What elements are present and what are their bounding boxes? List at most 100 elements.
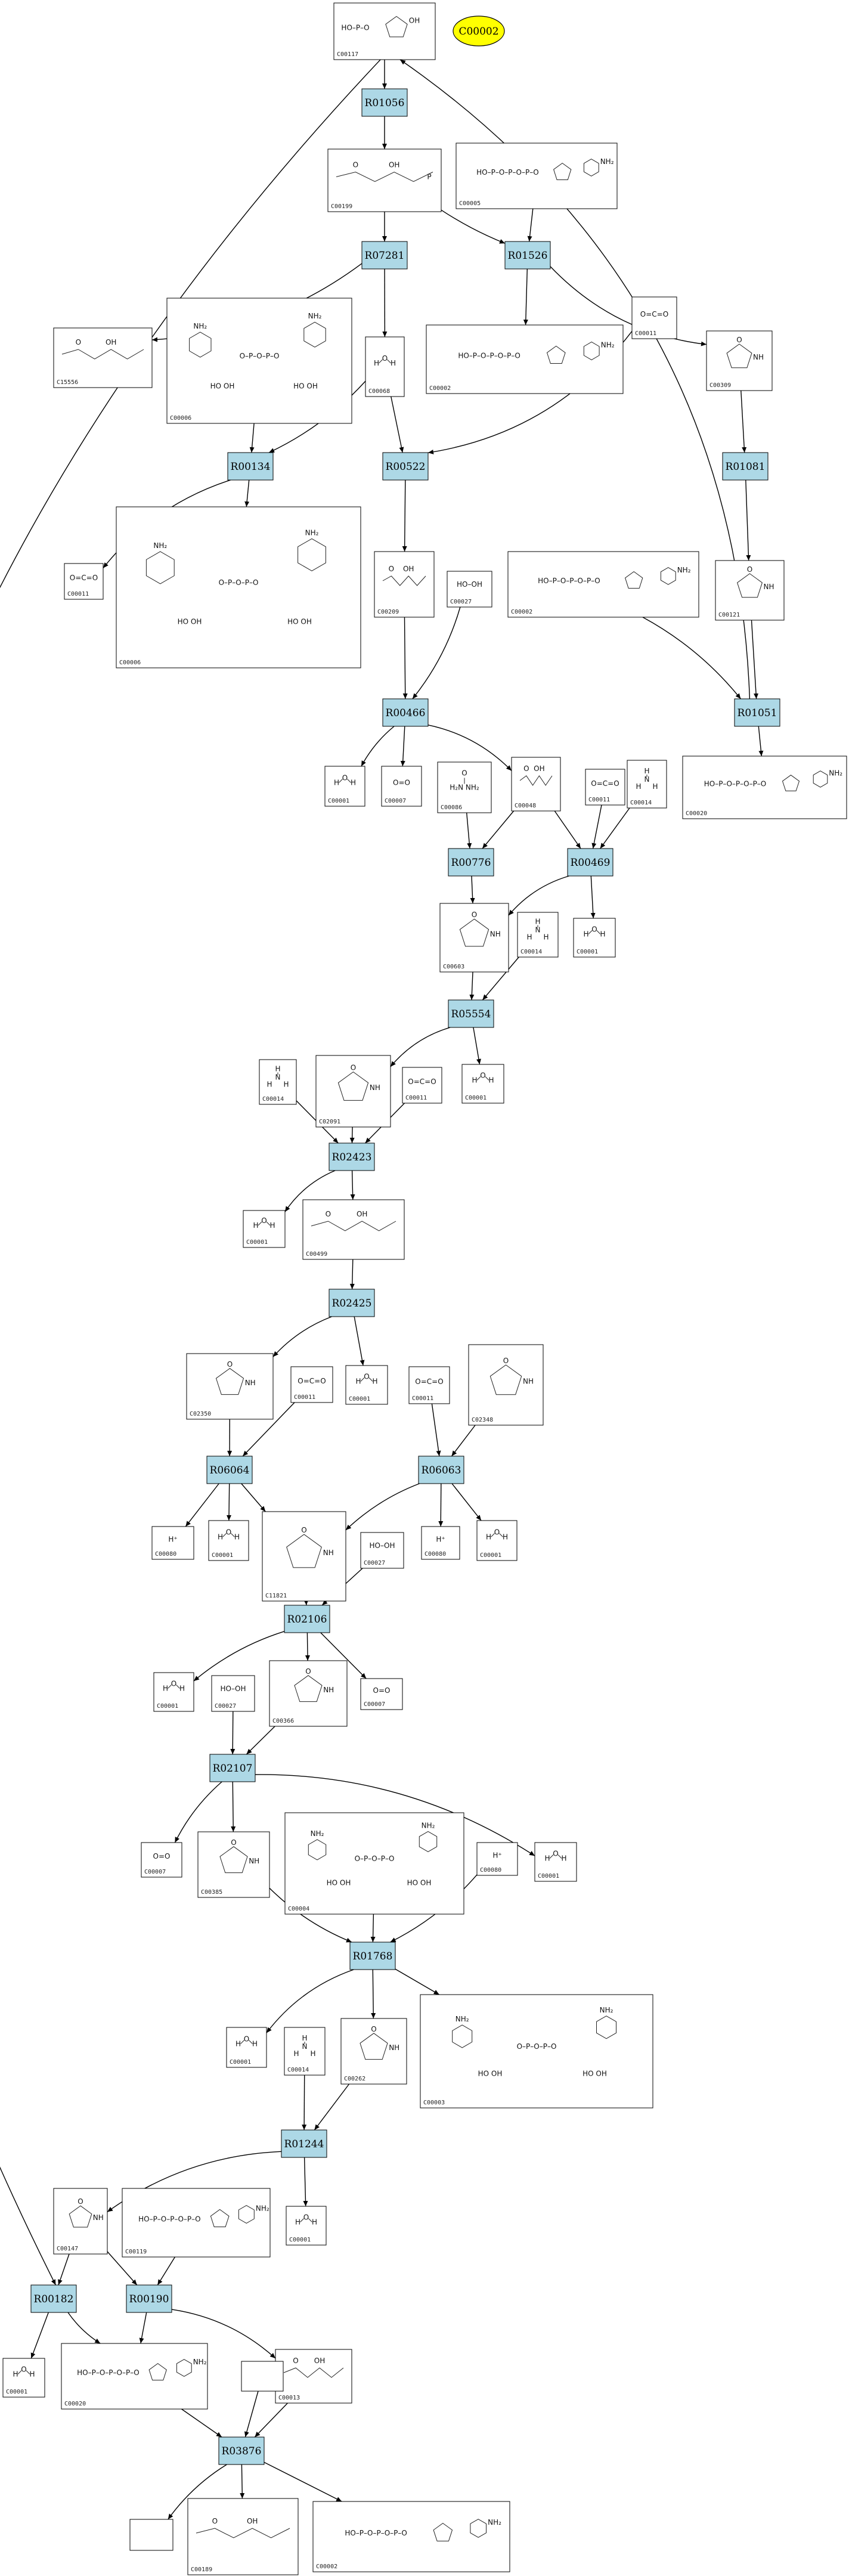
structure-drawing: ONH	[294, 1667, 334, 1702]
reaction-r02107[interactable]: R02107	[209, 1754, 256, 1782]
blank-compound-blankleft[interactable]	[129, 2519, 173, 2551]
reaction-r00134[interactable]: R00134	[227, 452, 274, 481]
target-label: C00002	[458, 26, 498, 38]
reaction-r01081[interactable]: R01081	[722, 452, 769, 481]
svg-text:O=C=O: O=C=O	[415, 1377, 443, 1386]
svg-text:NH: NH	[323, 1686, 334, 1694]
compound-code: C00147	[57, 2246, 78, 2252]
reaction-r06064[interactable]: R06064	[206, 1456, 253, 1484]
reaction-r02423[interactable]: R02423	[329, 1143, 375, 1171]
structure-drawing: ONH	[726, 336, 764, 369]
reaction-r00776[interactable]: R00776	[448, 848, 494, 877]
reaction-r06063[interactable]: R06063	[418, 1456, 464, 1484]
blank-compound-blankmid[interactable]	[241, 2361, 284, 2392]
reaction-r07281[interactable]: R07281	[361, 241, 408, 270]
reaction-r00522[interactable]: R00522	[382, 452, 429, 481]
compound-c00080_a[interactable]: H⁺C00080	[151, 1526, 194, 1560]
reaction-r00466[interactable]: R00466	[382, 698, 429, 727]
reaction-r05554[interactable]: R05554	[448, 999, 494, 1028]
svg-text:NH₂: NH₂	[256, 2205, 269, 2213]
reaction-r03876[interactable]: R03876	[218, 2436, 265, 2465]
compound-c00080_c[interactable]: H⁺C00080	[476, 1842, 518, 1876]
svg-text:H: H	[29, 2370, 35, 2379]
compound-c00080_b[interactable]: H⁺C00080	[421, 1526, 460, 1560]
reaction-r01526[interactable]: R01526	[504, 241, 551, 270]
reaction-r01244[interactable]: R01244	[281, 2129, 327, 2158]
reaction-r00190[interactable]: R00190	[126, 2284, 172, 2313]
edge-c00147-to-r00182	[58, 2253, 70, 2286]
reaction-r02106[interactable]: R02106	[284, 1605, 330, 1633]
target-compound[interactable]: C00002	[453, 16, 505, 47]
compound-box	[53, 2188, 108, 2255]
reaction-r00469[interactable]: R00469	[567, 848, 613, 877]
reaction-r01056[interactable]: R01056	[361, 88, 408, 117]
compound-code: C00007	[364, 1701, 385, 1708]
reaction-r02425[interactable]: R02425	[329, 1289, 375, 1317]
reaction-r01051[interactable]: R01051	[734, 698, 780, 727]
reaction-r01768[interactable]: R01768	[349, 1942, 396, 1970]
compound-box	[420, 1994, 653, 2109]
reaction-r00182[interactable]: R00182	[30, 2284, 77, 2313]
